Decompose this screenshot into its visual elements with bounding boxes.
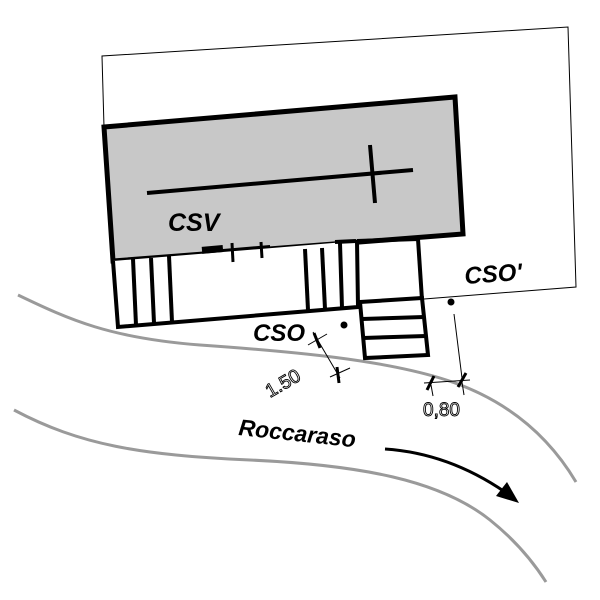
road-edge-upper <box>17 293 578 483</box>
ridge-line <box>146 144 414 204</box>
cso-prime-point <box>447 298 455 306</box>
dimension-line-left <box>307 331 351 384</box>
building-annex <box>356 236 424 301</box>
dimension-line-right <box>423 313 471 397</box>
building-porch <box>111 240 361 330</box>
dimension-label-left: 1.50 <box>262 366 305 403</box>
stairs <box>357 295 431 361</box>
cso-point <box>340 321 348 329</box>
cso-prime-label: CSO' <box>464 259 525 290</box>
road-edge-lower <box>13 408 548 583</box>
building-roof <box>101 94 466 264</box>
street-name-label: Roccaraso <box>237 414 357 452</box>
porch-columns-left <box>131 239 357 326</box>
street-direction-arrow <box>384 447 519 503</box>
csv-marker <box>201 241 271 263</box>
lot-boundary <box>101 26 577 300</box>
csv-label: CSV <box>168 209 222 237</box>
cso-label: CSO <box>253 320 305 347</box>
dimension-label-right: 0,80 <box>423 400 460 421</box>
